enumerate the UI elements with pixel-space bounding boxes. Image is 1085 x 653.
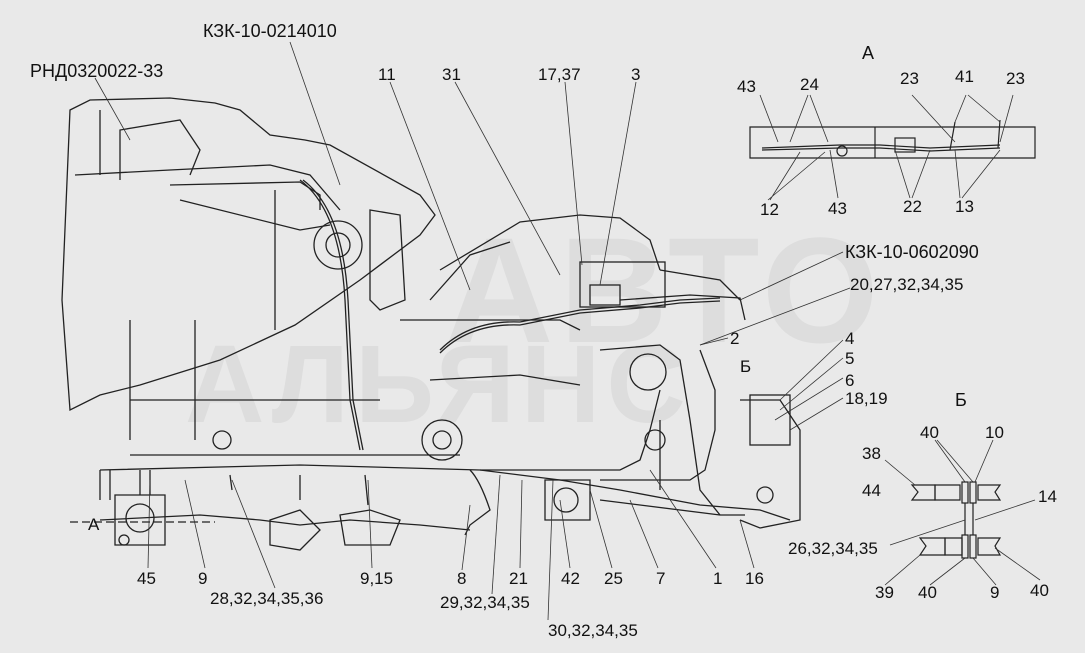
inset-b-44: 44 (862, 481, 881, 500)
label-18-19: 18,19 (845, 389, 888, 408)
label-rnd: РНД0320022-33 (30, 61, 164, 81)
label-kzk-top: КЗК-10-0214010 (203, 21, 337, 41)
inset-a-12: 12 (760, 200, 779, 219)
label-3: 3 (631, 65, 641, 84)
valve-block-right (749, 394, 791, 446)
label-29-list: 29,32,34,35 (440, 593, 530, 612)
inset-a-22: 22 (903, 197, 922, 216)
inset-b-26: 26,32,34,35 (788, 539, 878, 558)
label-9-15: 9,15 (360, 569, 394, 588)
label-8: 8 (457, 569, 467, 588)
lower-frame (99, 464, 791, 521)
inset-b-title: Б (955, 390, 967, 410)
inset-a-43a: 43 (737, 77, 756, 96)
inset-b-drawing (910, 481, 1002, 559)
label-42: 42 (561, 569, 580, 588)
inset-a-23a: 23 (900, 69, 919, 88)
label-16: 16 (745, 569, 764, 588)
inset-b-14: 14 (1038, 487, 1057, 506)
inset-b-9: 9 (990, 583, 1000, 602)
label-11: 11 (378, 65, 396, 84)
inset-b-38: 38 (862, 444, 881, 463)
label-7: 7 (656, 569, 666, 588)
label-a-mark: А (88, 515, 100, 534)
label-45: 45 (137, 569, 156, 588)
inset-a-drawing (749, 119, 1036, 159)
label-b-mark: Б (740, 357, 752, 376)
inset-a-41: 41 (955, 67, 974, 86)
label-17-37: 17,37 (538, 65, 581, 84)
inset-a-23b: 23 (1006, 69, 1025, 88)
inset-a-43b: 43 (828, 199, 847, 218)
inset-b-40a: 40 (920, 423, 939, 442)
watermark-line1: АВТО (445, 206, 885, 374)
label-28-list: 28,32,34,35,36 (210, 589, 324, 608)
label-6: 6 (845, 371, 855, 390)
inset-b-40c: 40 (1030, 581, 1049, 600)
label-2: 2 (730, 329, 740, 348)
label-kzk-right: КЗК-10-0602090 (845, 242, 979, 262)
inset-a-title: А (862, 43, 875, 63)
inset-b-39: 39 (875, 583, 894, 602)
label-9a: 9 (198, 569, 208, 588)
wheel-hub (313, 220, 363, 270)
label-31: 31 (442, 65, 461, 84)
label-4: 4 (845, 329, 855, 348)
inset-a-24: 24 (800, 75, 819, 94)
inset-b-40b: 40 (918, 583, 937, 602)
inset-a-13: 13 (955, 197, 974, 216)
label-30-list: 30,32,34,35 (548, 621, 638, 640)
label-25: 25 (604, 569, 623, 588)
inset-b-10: 10 (985, 423, 1004, 442)
label-1: 1 (713, 569, 723, 588)
label-21: 21 (509, 569, 528, 588)
label-20-list: 20,27,32,34,35 (850, 275, 964, 294)
label-5: 5 (845, 349, 855, 368)
cab-outline (61, 97, 436, 412)
